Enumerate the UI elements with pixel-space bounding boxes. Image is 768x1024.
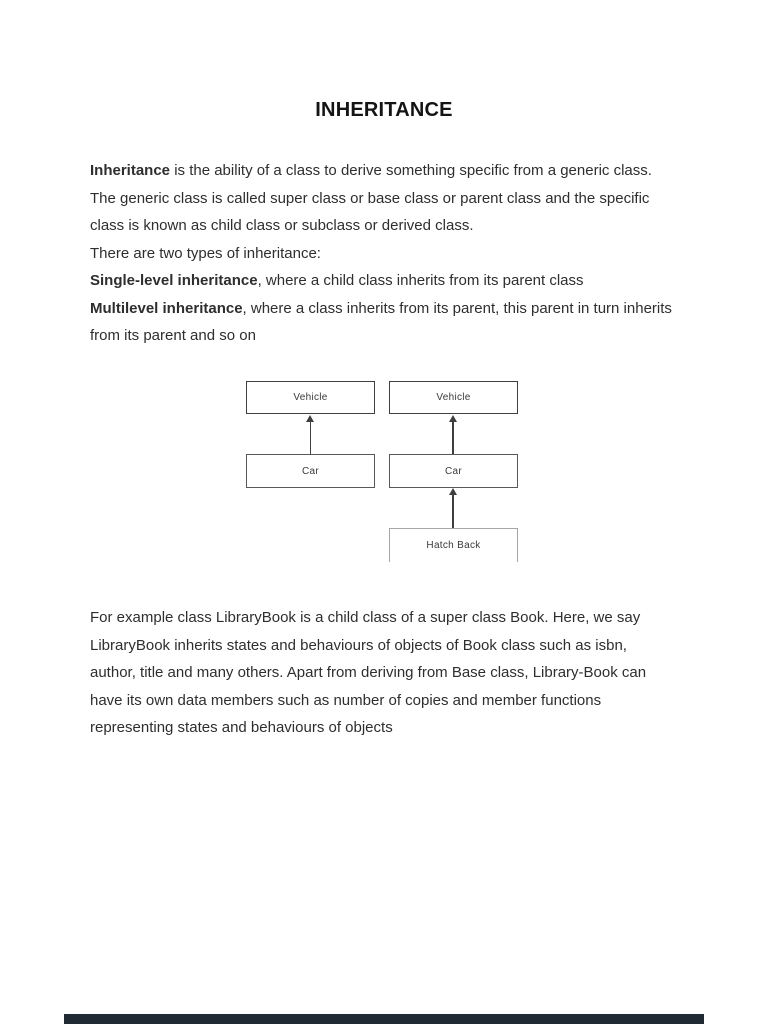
- up-arrow-icon: [449, 488, 457, 495]
- diagram-box-car-multi: Car: [389, 454, 518, 488]
- up-arrow-icon: [449, 415, 457, 422]
- diagram-box-vehicle-multi: Vehicle: [389, 381, 518, 414]
- viewer-toolbar-sliver: [64, 1014, 704, 1024]
- box-label: Car: [444, 465, 462, 477]
- text-line: author, title and many others. Apart fro…: [90, 664, 647, 681]
- box-label: Vehicle: [436, 392, 471, 403]
- text-line: from its parent and so on: [90, 327, 256, 344]
- text-line: representing states and behaviours of ob…: [90, 719, 393, 736]
- box-label: Hatch Back: [426, 540, 481, 551]
- page-title: INHERITANCE: [315, 99, 453, 121]
- arrow-line: [452, 494, 454, 528]
- text-line: There are two types of inheritance:: [90, 244, 321, 262]
- text-line: have its own data members such as number…: [90, 691, 602, 709]
- text-line: class is known as child class or subclas…: [90, 217, 474, 234]
- paragraph-intro: Inheritance is the ability of a class to…: [90, 157, 700, 350]
- text-line: Multilevel inheritance, where a class in…: [90, 299, 672, 317]
- box-label: Car: [301, 465, 319, 477]
- text-line: LibraryBook inherits states and behaviou…: [90, 636, 627, 654]
- text-line: Inheritance is the ability of a class to…: [90, 162, 652, 179]
- box-label: Vehicle: [293, 392, 328, 403]
- arrow-line: [452, 421, 454, 454]
- text-line: The generic class is called super class …: [90, 189, 650, 207]
- up-arrow-icon: [306, 415, 314, 422]
- text-line: Single-level inheritance, where a child …: [90, 272, 584, 289]
- text-line: For example class LibraryBook is a child…: [90, 609, 641, 626]
- arrow-line: [310, 421, 311, 454]
- diagram-box-vehicle-single: Vehicle: [246, 381, 375, 414]
- diagram-box-hatchback: Hatch Back: [389, 528, 518, 562]
- diagram-box-car-single: Car: [246, 454, 375, 488]
- paragraph-example: For example class LibraryBook is a child…: [90, 604, 700, 742]
